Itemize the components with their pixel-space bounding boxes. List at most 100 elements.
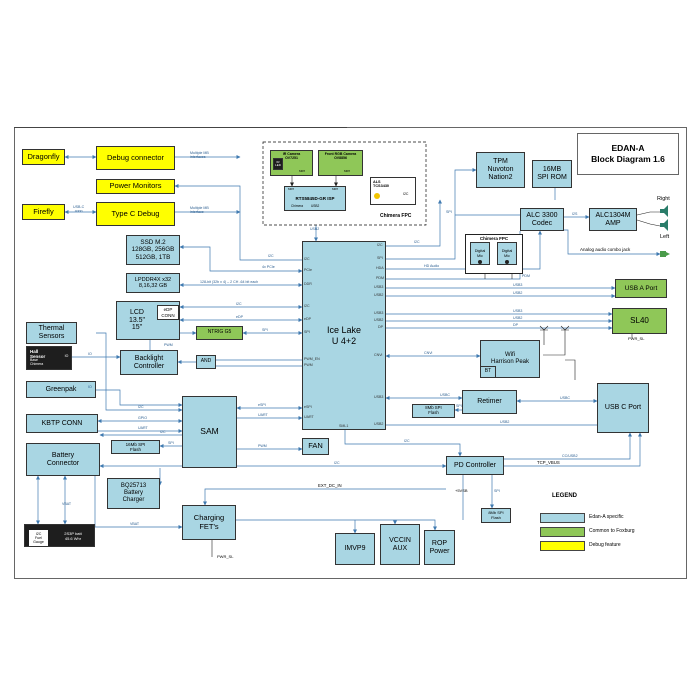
backlight-controller-block[interactable]: Backlight Controller — [120, 350, 178, 375]
cpu-port-spi-l: SPI — [304, 330, 310, 334]
cpu-port-usb2-r: USB2 — [374, 293, 384, 297]
wire-cpu-i2c-als — [386, 199, 442, 247]
isp-mipi-right: MIPI — [332, 187, 339, 191]
sl40-block[interactable]: SL40 — [612, 308, 667, 334]
wire-thermal-sam — [96, 332, 183, 412]
label-espi: eSPI — [258, 403, 266, 407]
label-io-greenpak: IO — [88, 385, 92, 389]
label-pwm: PWM — [164, 343, 173, 347]
label-spi-retimer-flash: SPI — [456, 404, 462, 408]
wire-vbat-charging — [94, 476, 183, 529]
usbc-port-block[interactable]: USB C Port — [597, 383, 649, 433]
title-line2: Block Diagram 1.6 — [591, 154, 665, 164]
pd-flash-block[interactable]: 8Mb SPI Flash — [481, 508, 511, 523]
vccin-aux-block[interactable]: VCCIN AUX — [380, 524, 420, 565]
mic2-dot — [505, 260, 509, 264]
label-multiple-mb-top: Multiple MB interfaces — [190, 151, 209, 159]
debug-connector-block[interactable]: Debug connector — [96, 146, 175, 170]
label-edp: eDP — [236, 315, 243, 319]
als-i2c-label: I2C — [403, 192, 409, 196]
tcp-vbus-label: TCP_VBUS — [537, 460, 560, 465]
isp-chimera-label: Chimera — [291, 204, 304, 208]
label-gpio: GPIO — [138, 416, 147, 420]
legend-label-2: Debug feature — [589, 542, 621, 548]
cpu-port-pwm: PWM — [304, 363, 313, 367]
ssd-block[interactable]: SSD M.2 128GB, 256GB 512GB, 1TB — [126, 235, 180, 265]
fuel-gauge-block[interactable]: I2C Fuel Gauge 2S3P batt 45.6 Whr — [24, 524, 95, 547]
digital-mic-1[interactable]: Digital Mic — [470, 242, 490, 265]
and-gate-block[interactable]: AND — [196, 355, 216, 369]
fan-block[interactable]: FAN — [302, 438, 329, 455]
mipi-label-2: MIPI — [344, 169, 351, 173]
legend-title: LEGEND — [552, 493, 578, 499]
title-line1: EDAN-A — [611, 142, 645, 153]
label-usb3-sl: USB3 — [513, 309, 523, 313]
wire-wifi-ant — [543, 340, 566, 356]
lcd-label: LCD 13.5" 15" — [128, 308, 146, 332]
cpu-port-usb2-r2: USB2 — [374, 318, 384, 322]
wire-pd-tcp — [500, 432, 642, 467]
label-uart-kbtp: UART — [138, 426, 148, 430]
thermal-sensors-block[interactable]: Thermal Sensors — [26, 322, 77, 344]
typec-debug-block[interactable]: Type C Debug — [96, 202, 175, 226]
hall-sub-label: Base Chimera — [30, 358, 44, 367]
lpddr-block[interactable]: LPDDR4X x32 8,16,32 GB — [126, 273, 180, 293]
digital-mic-2[interactable]: Digital Mic — [497, 242, 517, 265]
power-monitors-block[interactable]: Power Monitors — [96, 179, 175, 194]
wire-amp-right — [636, 211, 660, 216]
alc3300-block[interactable]: ALC 3300 Codec — [520, 208, 564, 231]
retimer-flash-block[interactable]: 8Mb SPI Flash — [412, 404, 455, 418]
label-i2c-sml: I2C — [404, 439, 410, 443]
legend-swatch-2 — [540, 541, 585, 551]
pd-controller-block[interactable]: PD Controller — [446, 456, 504, 475]
als-block[interactable]: ALS TCS3430 — [370, 177, 416, 205]
kbtp-conn-block[interactable]: KBTP CONN — [26, 414, 98, 433]
chimera-fpc-top-label: Chimera FPC — [380, 213, 412, 219]
cpu-port-usb3-r2: USB3 — [374, 311, 384, 315]
mipi-label-1: MIPI — [299, 169, 306, 173]
ntrig-block[interactable]: NTRIG G5 — [196, 326, 243, 340]
ir-led-block[interactable]: IR LED — [273, 158, 283, 170]
rop-power-block[interactable]: ROP Power — [424, 530, 455, 565]
v5sb-label: +5VSB — [455, 488, 468, 493]
label-usbc-port: USBC — [560, 396, 570, 400]
label-vbat-fuel: VBAT — [62, 502, 72, 506]
cpu-port-usb2-r3: USB2 — [374, 422, 384, 426]
charging-fets-block[interactable]: Charging FET's — [182, 505, 236, 540]
cpu-port-uart: UART — [304, 415, 314, 419]
imvp9-block[interactable]: IMVP9 — [335, 533, 375, 565]
legend-swatch-0 — [540, 513, 585, 523]
firefly-block[interactable]: Firefly — [22, 204, 65, 220]
ir-camera-label: IR Camera OV7251 — [282, 152, 301, 160]
cpu-port-usb3-r3: USB3 — [374, 395, 384, 399]
isp-mipi-left: MIPI — [288, 187, 295, 191]
bt-block[interactable]: BT — [480, 366, 496, 378]
edp-conn-block[interactable]: eDP CONN — [157, 305, 179, 320]
cpu-port-ddr: DDR — [304, 282, 312, 286]
camera-module-outline — [262, 141, 427, 226]
alc1304-block[interactable]: ALC1304M AMP — [589, 208, 637, 231]
label-usb2-sl: USB2 — [513, 316, 523, 320]
isp-block[interactable]: RTS5845D-GR ISP — [284, 186, 346, 211]
wire-ssd-pcie — [179, 245, 303, 273]
sam-block[interactable]: SAM — [182, 396, 237, 468]
cpu-port-edp: eDP — [304, 317, 311, 321]
wire-greenpak — [96, 389, 183, 407]
cpu-port-i2c-r: I2C — [377, 243, 383, 247]
cpu-block[interactable]: Ice Lake U 4+2 — [302, 241, 386, 430]
dragonfly-block[interactable]: Dragonfly — [22, 149, 65, 165]
hall-sensor-block[interactable]: Hall Sensor Base Chimera — [26, 346, 72, 370]
tpm-block[interactable]: TPM Nuvoton Nation2 — [476, 152, 525, 188]
battery-connector-block[interactable]: Battery Connector — [26, 443, 100, 476]
cpu-port-espi: eSPI — [304, 405, 312, 409]
label-i2c-powermon: I2C — [268, 254, 274, 258]
retimer-block[interactable]: Retimer — [462, 390, 517, 414]
sam-spi-flash-block[interactable]: 16Mb SPI Flash — [111, 440, 160, 454]
isp-usb2-label: USB2 — [311, 204, 320, 208]
greenpak-block[interactable]: Greenpak — [26, 381, 96, 398]
spi-rom-block[interactable]: 16MB SPI ROM — [532, 160, 572, 188]
rgb-camera-block[interactable]: Front RGB Camera OV8856 — [318, 150, 363, 176]
bq25713-block[interactable]: BQ25713 Battery Charger — [107, 478, 160, 509]
cpu-port-i2c-l2: I2C — [304, 304, 310, 308]
usb-a-port-block[interactable]: USB A Port — [615, 279, 667, 298]
